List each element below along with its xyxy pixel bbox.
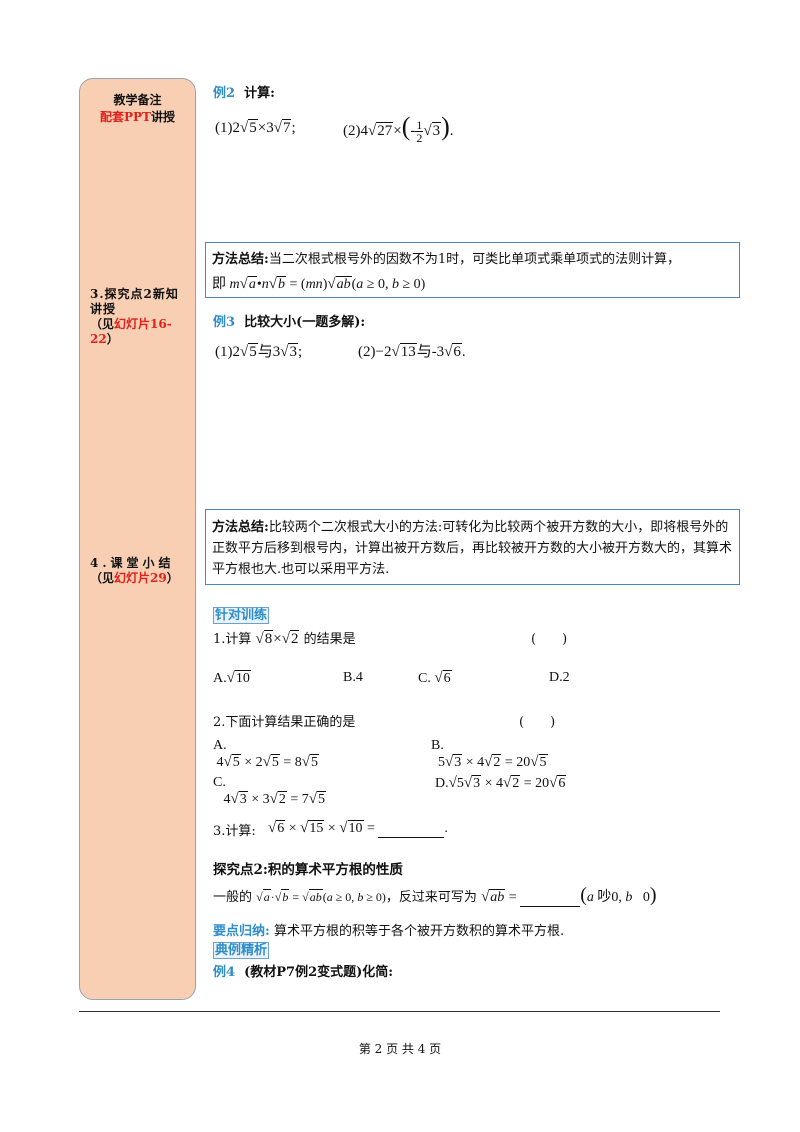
- q3-expression: √6 × √15 × √10 = .: [268, 820, 448, 838]
- sidebar-section-3: 3.探究点2新知讲授 （见幻灯片16-22）: [90, 287, 188, 347]
- sidebar-section-3-note: （见幻灯片16-22）: [90, 317, 172, 346]
- example-3-problem-2: (2)−2√13与-3√6.: [358, 343, 466, 360]
- sidebar-section-4-note: （见幻灯片29）: [90, 571, 179, 585]
- teaching-notes-sidebar: 教学备注 配套PPT讲授 3.探究点2新知讲授 （见幻灯片16-22） 4.课堂…: [79, 78, 196, 1000]
- q3-stem: 3.计算:: [213, 824, 256, 839]
- q1-option-a: A.√10: [213, 670, 251, 686]
- example-2-heading: 例2 计算:: [213, 82, 275, 101]
- q1-option-d: D.2: [549, 670, 570, 685]
- training-title: 针对训练: [213, 607, 270, 624]
- sidebar-section-4-title: 4.课堂小结: [90, 556, 175, 570]
- point-2-property: 一般的 √a·√b = √ab(a ≥ 0, b ≥ 0)，反过来可写为 √ab…: [213, 884, 657, 907]
- point-2-title: 探究点2:积的算术平方根的性质: [213, 862, 403, 878]
- q2-option-b: B. 5√3 × 4√2 = 20√5: [431, 738, 548, 770]
- method-summary-2-box: 方法总结:比较两个二次根式大小的方法:可转化为比较两个被开方数的大小，即将根号外…: [205, 509, 740, 585]
- q2-option-c: C. 4√3 × 3√2 = 7√5: [213, 775, 327, 807]
- example-2-label: 例2: [213, 86, 236, 101]
- sidebar-section-3-title: 3.探究点2新知讲授: [90, 287, 179, 316]
- q2-option-a: A. 4√5 × 2√5 = 8√5: [213, 738, 320, 770]
- key-point-summary: 要点归纳: 算术平方根的积等于各个被开方数积的算术平方根.: [213, 924, 565, 939]
- sidebar-section-4: 4.课堂小结 （见幻灯片29）: [90, 556, 188, 586]
- q2-paren: ( ): [519, 715, 556, 730]
- q2-stem: 2.下面计算结果正确的是: [213, 715, 356, 730]
- example-3-title: 比较大小(一题多解):: [244, 315, 366, 330]
- footer-divider: [79, 1011, 720, 1012]
- sidebar-title: 教学备注: [113, 93, 162, 107]
- method-summary-1-box: 方法总结:当二次根式根号外的因数不为1时，可类比单项式乘单项式的法则计算， 即 …: [205, 242, 740, 298]
- sidebar-subtitle: 配套PPT讲授: [100, 110, 175, 124]
- method-summary-1-formula: 即 m√a•n√b = (mn)√ab(a ≥ 0, b ≥ 0): [212, 276, 426, 292]
- q1-option-c: C. √6: [418, 670, 452, 686]
- example-2-title: 计算:: [244, 86, 275, 101]
- q2-option-d: D.√5√3 × 4√2 = 20√6: [435, 775, 567, 791]
- q1-stem: 1.计算 √8×√2 的结果是: [213, 630, 356, 647]
- method-summary-1-text: 方法总结:当二次根式根号外的因数不为1时，可类比单项式乘单项式的法则计算，: [212, 252, 681, 267]
- q1-paren: ( ): [531, 632, 568, 647]
- example-section-title: 典例精析: [213, 942, 270, 959]
- method-summary-2-text: 方法总结:比较两个二次根式大小的方法:可转化为比较两个被开方数的大小，即将根号外…: [212, 520, 733, 577]
- example-3-problem-1: (1)2√5与3√3;: [215, 343, 303, 360]
- example-2-problem-1: (1)2√5×3√7;: [215, 119, 296, 136]
- example-3-heading: 例3 比较大小(一题多解):: [213, 311, 365, 330]
- q1-option-b: B.4: [343, 670, 363, 685]
- example-3-label: 例3: [213, 315, 236, 330]
- page-footer: 第 2 页 共 4 页: [358, 1042, 442, 1056]
- example-4-heading: 例4 (教材P7例2变式题)化简:: [213, 965, 394, 980]
